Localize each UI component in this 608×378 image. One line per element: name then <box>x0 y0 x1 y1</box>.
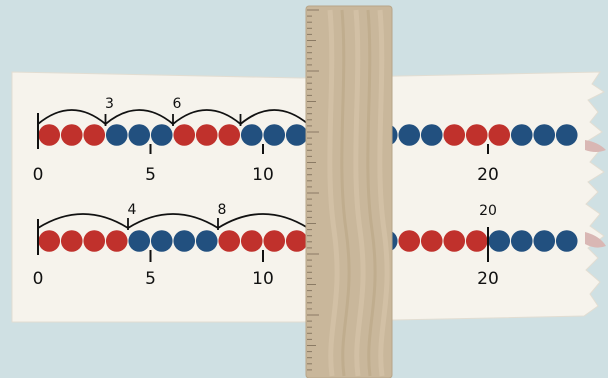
bead <box>38 124 60 146</box>
bead <box>443 230 465 252</box>
bead <box>263 230 285 252</box>
bead <box>511 124 533 146</box>
bead <box>443 124 465 146</box>
bead <box>106 230 128 252</box>
axis-label-2-5: 5 <box>145 269 156 289</box>
bead <box>61 230 83 252</box>
bead <box>83 124 105 146</box>
bead <box>466 124 488 146</box>
bead <box>61 124 83 146</box>
bead <box>263 124 285 146</box>
bead <box>286 124 308 146</box>
bead <box>196 124 218 146</box>
bead <box>38 230 60 252</box>
bead <box>218 230 240 252</box>
jump-label-1-b: 6 <box>173 96 182 112</box>
bead <box>196 230 218 252</box>
bead <box>241 230 263 252</box>
bead <box>466 230 488 252</box>
bead <box>173 230 195 252</box>
axis-label-1-0: 0 <box>33 165 44 185</box>
jump-label-1-a: 3 <box>105 96 114 112</box>
bead <box>511 230 533 252</box>
bead <box>106 124 128 146</box>
axis-label-2-0: 0 <box>33 269 44 289</box>
bead <box>488 230 510 252</box>
bead <box>173 124 195 146</box>
bead <box>556 230 578 252</box>
bead <box>286 230 308 252</box>
axis-label-2-20: 20 <box>477 269 499 289</box>
bead <box>421 124 443 146</box>
axis-label-2-10: 10 <box>252 269 274 289</box>
wooden-ruler <box>306 6 392 378</box>
bead <box>151 124 173 146</box>
bead <box>488 124 510 146</box>
bead <box>398 124 420 146</box>
bead <box>128 124 150 146</box>
bead <box>556 124 578 146</box>
marker-label-2: 20 <box>479 203 497 219</box>
jump-label-2-a: 4 <box>128 202 137 218</box>
bead <box>533 124 555 146</box>
bead <box>421 230 443 252</box>
bead <box>151 230 173 252</box>
bead <box>533 230 555 252</box>
bead <box>398 230 420 252</box>
axis-label-1-20: 20 <box>477 165 499 185</box>
axis-label-1-5: 5 <box>145 165 156 185</box>
paper-curl-top <box>585 140 606 152</box>
bead <box>241 124 263 146</box>
bead <box>218 124 240 146</box>
bead <box>128 230 150 252</box>
axis-label-1-10: 10 <box>252 165 274 185</box>
jump-label-2-b: 8 <box>218 202 227 218</box>
bead <box>83 230 105 252</box>
